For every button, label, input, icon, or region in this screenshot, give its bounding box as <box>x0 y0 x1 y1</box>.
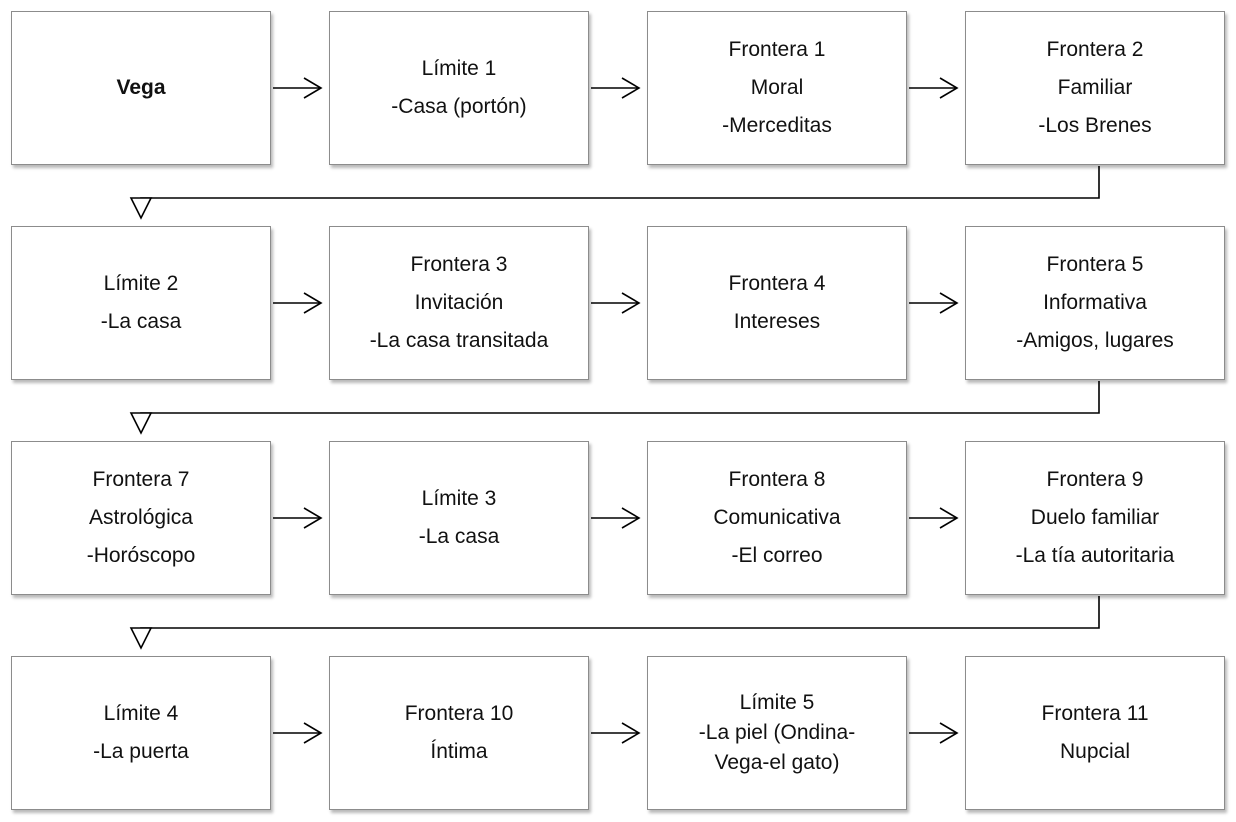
arrow-head <box>621 77 641 99</box>
box-text-line: Límite 1 <box>421 57 497 80</box>
box-text-line: Frontera 3 <box>410 253 508 276</box>
flow-box: Frontera 1 Moral -Merceditas <box>647 11 907 165</box>
flow-box: Frontera 7 Astrológica -Horóscopo <box>11 441 271 595</box>
box-text-line: Comunicativa <box>713 506 841 529</box>
flow-box: Frontera 9 Duelo familiar -La tía autorita… <box>965 441 1225 595</box>
arrow-head <box>303 722 323 744</box>
return-connector <box>140 596 1100 648</box>
box-text-line: Intereses <box>733 310 821 333</box>
box-text-line: Frontera 8 <box>728 468 826 491</box>
box-text-line: Límite 2 <box>103 272 179 295</box>
box-text-line: Vega-el gato) <box>714 751 840 774</box>
flow-box: Vega <box>11 11 271 165</box>
arrow-head <box>621 292 641 314</box>
box-text-line: Íntima <box>430 740 488 763</box>
box-text-line: Límite 5 <box>739 691 815 714</box>
box-text-line: Vega <box>116 76 166 99</box>
box-text-line: -La tía autoritaria <box>1015 544 1175 567</box>
down-arrow-head <box>129 627 153 650</box>
box-text-line: -El correo <box>731 544 823 567</box>
flow-box: Frontera 2 Familiar -Los Brenes <box>965 11 1225 165</box>
arrow-head <box>621 722 641 744</box>
box-text-line: -La casa <box>418 525 500 548</box>
box-text-line: -La piel (Ondina- <box>698 721 856 744</box>
box-text-line: Frontera 9 <box>1046 468 1144 491</box>
flow-box: Límite 1 -Casa (portón) <box>329 11 589 165</box>
flow-box: Límite 3 -La casa <box>329 441 589 595</box>
arrow-head <box>303 507 323 529</box>
box-text-line: Frontera 2 <box>1046 38 1144 61</box>
flow-box: Límite 2 -La casa <box>11 226 271 380</box>
flow-box: Frontera 4 Intereses <box>647 226 907 380</box>
box-text-line: Límite 3 <box>421 487 497 510</box>
box-text-line: Frontera 10 <box>404 702 514 725</box>
box-text-line: Duelo familiar <box>1030 506 1160 529</box>
flow-box: Frontera 5 Informativa -Amigos, lugares <box>965 226 1225 380</box>
box-text-line: -Los Brenes <box>1038 114 1152 137</box>
box-text-line: -La puerta <box>93 740 189 763</box>
arrow-head <box>939 722 959 744</box>
box-text-line: Astrológica <box>89 506 193 529</box>
box-text-line: Límite 4 <box>103 702 179 725</box>
flow-box: Frontera 8 Comunicativa -El correo <box>647 441 907 595</box>
flow-box: Frontera 11 Nupcial <box>965 656 1225 810</box>
flow-box: Frontera 10 Íntima <box>329 656 589 810</box>
box-text-line: Informativa <box>1043 291 1147 314</box>
flow-box: Límite 4 -La puerta <box>11 656 271 810</box>
flow-box: Frontera 3 Invitación -La casa transitada <box>329 226 589 380</box>
box-text-line: Nupcial <box>1059 740 1131 763</box>
flow-box: Límite 5 -La piel (Ondina- Vega-el gato) <box>647 656 907 810</box>
box-text-line: Frontera 1 <box>728 38 826 61</box>
box-text-line: Frontera 4 <box>728 272 826 295</box>
down-arrow-head <box>129 412 153 435</box>
box-text-line: Invitación <box>414 291 504 314</box>
box-text-line: Frontera 5 <box>1046 253 1144 276</box>
arrow-head <box>939 292 959 314</box>
box-text-line: -Amigos, lugares <box>1016 329 1174 352</box>
return-connector <box>140 166 1100 218</box>
box-text-line: Familiar <box>1057 76 1133 99</box>
box-text-line: -Horóscopo <box>86 544 196 567</box>
box-text-line: -Casa (portón) <box>391 95 527 118</box>
box-text-line: Moral <box>750 76 804 99</box>
arrow-head <box>303 77 323 99</box>
arrow-head <box>939 77 959 99</box>
return-connector <box>140 381 1100 433</box>
arrow-head <box>303 292 323 314</box>
box-text-line: Frontera 11 <box>1041 702 1149 725</box>
arrow-head <box>939 507 959 529</box>
box-text-line: -La casa transitada <box>369 329 549 352</box>
box-text-line: -La casa <box>100 310 182 333</box>
box-text-line: -Merceditas <box>722 114 832 137</box>
arrow-head <box>621 507 641 529</box>
down-arrow-head <box>129 197 153 220</box>
box-text-line: Frontera 7 <box>92 468 190 491</box>
